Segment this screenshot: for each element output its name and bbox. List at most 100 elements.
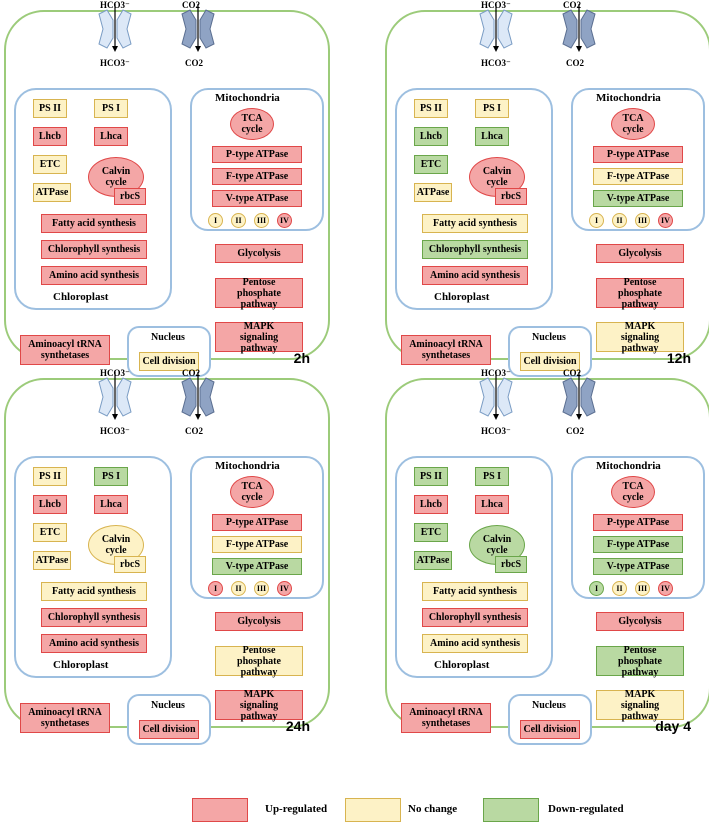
co2-bottom-label: CO2	[566, 58, 584, 68]
ftype-box: F-type ATPase	[593, 536, 683, 553]
etc-box: ETC	[33, 155, 67, 174]
panel-1: HCO3⁻ CO2 PS II PS I Lhcb Lhca ETC ATPas…	[385, 0, 709, 385]
chloroplast-label: Chloroplast	[53, 291, 109, 303]
chloroplast-label: Chloroplast	[434, 659, 490, 671]
rbcs-box: rbcS	[495, 188, 527, 205]
celldiv-box: Cell division	[139, 720, 199, 739]
glycolysis-box: Glycolysis	[596, 244, 684, 263]
lhcb-box: Lhcb	[414, 127, 448, 146]
complex-c3: III	[254, 581, 269, 596]
time-label: 24h	[285, 718, 310, 734]
cell-membrane: PS II PS I Lhcb Lhca ETC ATPase Calvin c…	[385, 10, 709, 377]
complex-c1: I	[589, 581, 604, 596]
legend-label-dn: Down-regulated	[548, 803, 624, 815]
etc-box: ETC	[414, 523, 448, 542]
fatty-box: Fatty acid synthesis	[41, 214, 147, 233]
ps1-box: PS I	[475, 99, 509, 118]
ps2-box: PS II	[414, 99, 448, 118]
lhca-box: Lhca	[475, 495, 509, 514]
hco3-bottom-label: HCO3⁻	[481, 58, 511, 68]
ps2-box: PS II	[33, 99, 67, 118]
panel-3: HCO3⁻ CO2 PS II PS I Lhcb Lhca ETC ATPas…	[385, 368, 709, 753]
co2-bottom-label: CO2	[185, 58, 203, 68]
rbcs-box: rbcS	[114, 556, 146, 573]
co2-channel-icon	[562, 372, 596, 420]
lhcb-box: Lhcb	[33, 127, 67, 146]
co2-channel-icon	[562, 4, 596, 52]
hco3-bottom-label: HCO3⁻	[100, 58, 130, 68]
lhcb-box: Lhcb	[33, 495, 67, 514]
vtype-box: V-type ATPase	[593, 558, 683, 575]
ps2-box: PS II	[33, 467, 67, 486]
hco3-transporter-icon	[479, 4, 513, 52]
legend-label-nc: No change	[408, 803, 458, 815]
celldiv-box: Cell division	[139, 352, 199, 371]
mitochondria: Mitochondria TCA cycle P-type ATPase F-t…	[190, 88, 324, 231]
complex-c2: II	[612, 213, 627, 228]
hco3-transporter-icon	[98, 372, 132, 420]
complex-c4: IV	[277, 213, 292, 228]
atpase-box: ATPase	[414, 183, 452, 202]
ps1-box: PS I	[475, 467, 509, 486]
mapk-box: MAPK signaling pathway	[596, 689, 684, 722]
legend-swatch-up	[192, 798, 248, 822]
ftype-box: F-type ATPase	[593, 168, 683, 185]
chloroplast-label: Chloroplast	[434, 291, 490, 303]
co2-channel-icon	[181, 4, 215, 52]
legend-swatch-dn	[483, 798, 539, 822]
trna-box: Aminoacyl tRNA synthetases	[20, 703, 110, 733]
ftype-box: F-type ATPase	[212, 536, 302, 553]
fatty-box: Fatty acid synthesis	[422, 214, 528, 233]
rbcs-box: rbcS	[114, 188, 146, 205]
co2-bottom-label: CO2	[566, 426, 584, 436]
mitochondria-label: Mitochondria	[596, 460, 661, 472]
co2-top-label: CO2	[563, 368, 581, 378]
complex-c2: II	[231, 581, 246, 596]
cell-membrane: PS II PS I Lhcb Lhca ETC ATPase Calvin c…	[385, 378, 709, 745]
glycolysis-box: Glycolysis	[215, 244, 303, 263]
mitochondria-label: Mitochondria	[215, 92, 280, 104]
mapk-box: MAPK signaling pathway	[215, 321, 303, 354]
co2-bottom-label: CO2	[185, 426, 203, 436]
mitochondria: Mitochondria TCA cycle P-type ATPase F-t…	[571, 88, 705, 231]
fatty-box: Fatty acid synthesis	[41, 582, 147, 601]
time-label: 12h	[666, 350, 691, 366]
tca-box: TCA cycle	[611, 108, 655, 140]
chloro_syn-box: Chlorophyll synthesis	[422, 608, 528, 627]
mitochondria-label: Mitochondria	[596, 92, 661, 104]
vtype-box: V-type ATPase	[212, 558, 302, 575]
ps1-box: PS I	[94, 99, 128, 118]
rbcs-box: rbcS	[495, 556, 527, 573]
complex-c4: IV	[658, 581, 673, 596]
nucleus-label: Nucleus	[532, 332, 566, 343]
nucleus: Nucleus Cell division	[127, 694, 211, 745]
ptype-box: P-type ATPase	[593, 514, 683, 531]
panel-2: HCO3⁻ CO2 PS II PS I Lhcb Lhca ETC ATPas…	[4, 368, 334, 753]
complex-c1: I	[589, 213, 604, 228]
amino-box: Amino acid synthesis	[41, 634, 147, 653]
trna-box: Aminoacyl tRNA synthetases	[401, 335, 491, 365]
nucleus: Nucleus Cell division	[508, 694, 592, 745]
amino-box: Amino acid synthesis	[41, 266, 147, 285]
amino-box: Amino acid synthesis	[422, 634, 528, 653]
mitochondria-label: Mitochondria	[215, 460, 280, 472]
legend-label-up: Up-regulated	[265, 803, 328, 815]
nucleus-label: Nucleus	[151, 700, 185, 711]
mapk-box: MAPK signaling pathway	[215, 689, 303, 722]
complex-c4: IV	[277, 581, 292, 596]
nucleus-label: Nucleus	[151, 332, 185, 343]
ftype-box: F-type ATPase	[212, 168, 302, 185]
lhcb-box: Lhcb	[414, 495, 448, 514]
tca-box: TCA cycle	[230, 108, 274, 140]
co2-channel-icon	[181, 372, 215, 420]
panel-0: HCO3⁻ CO2 PS II PS I Lhcb Lhca ETC ATPas…	[4, 0, 334, 385]
glycolysis-box: Glycolysis	[596, 612, 684, 631]
atpase-box: ATPase	[414, 551, 452, 570]
pentose-box: Pentose phosphate pathway	[596, 277, 684, 310]
time-label: 2h	[293, 350, 310, 366]
celldiv-box: Cell division	[520, 720, 580, 739]
celldiv-box: Cell division	[520, 352, 580, 371]
mitochondria: Mitochondria TCA cycle P-type ATPase F-t…	[190, 456, 324, 599]
ps1-box: PS I	[94, 467, 128, 486]
legend-swatch-nc	[345, 798, 401, 822]
